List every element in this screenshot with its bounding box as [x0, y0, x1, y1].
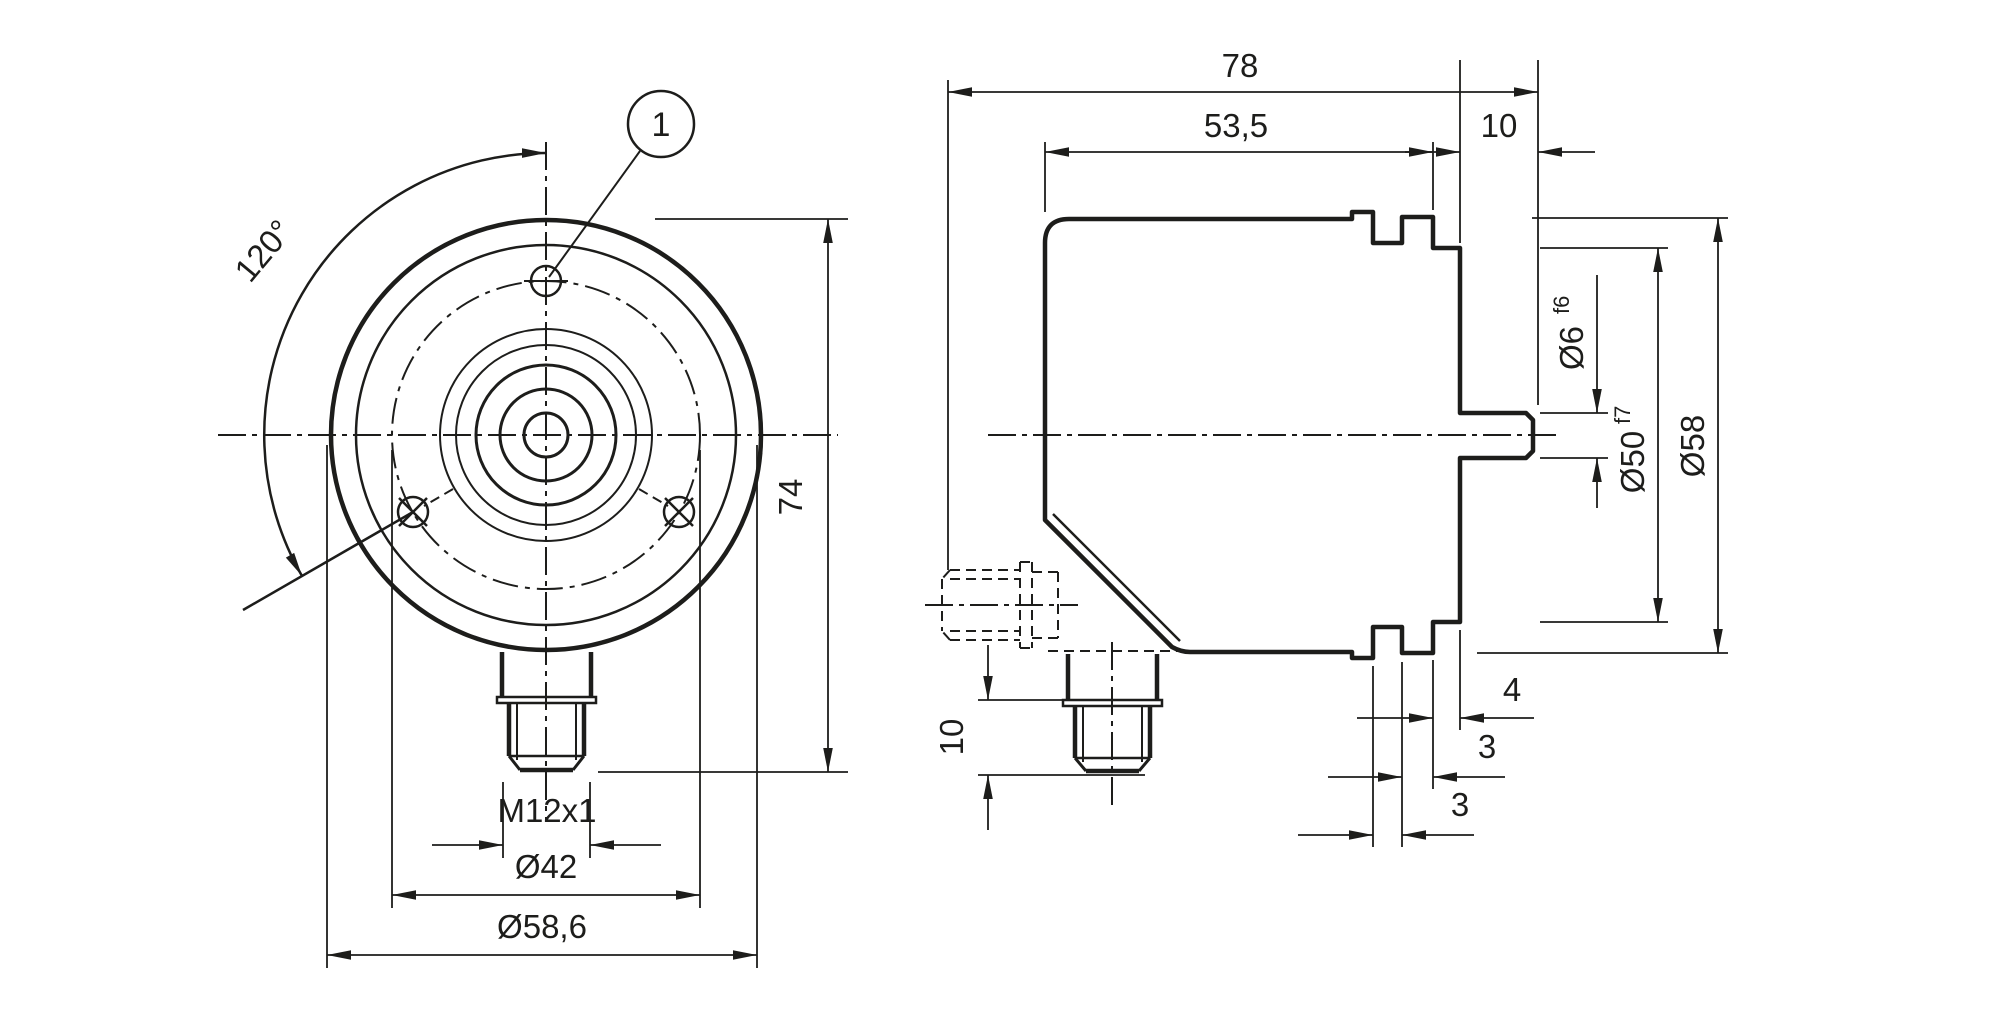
balloon-callout: 1 [548, 89, 696, 278]
dim-angle-group: 120° [227, 148, 547, 612]
dim-shaft-length-10: 10 [1481, 107, 1518, 144]
dim-6f6-group: Ø6 f6 [1540, 275, 1608, 508]
dim-flange-details-group: 4 3 3 [1298, 630, 1534, 847]
screw-lower-right [662, 495, 696, 529]
angle-leg [242, 510, 414, 612]
side-centerlines [925, 434, 1558, 806]
dim-thread-m12x1: M12x1 [497, 792, 596, 829]
dim-housing-dia-58: Ø58 [1674, 415, 1711, 477]
front-centerlines [218, 142, 838, 822]
dim-bolt-circle-42: Ø42 [515, 848, 577, 885]
dim-74-group: 74 [598, 218, 848, 773]
dim-m12-group: M12x1 [432, 782, 661, 858]
front-view: 120° 1 74 [218, 89, 848, 968]
balloon-circle [626, 89, 696, 159]
balloon-leader [548, 150, 641, 278]
dim-ring-width-3: 3 [1451, 786, 1469, 823]
balloon-ref-1: 1 [652, 106, 671, 144]
chamfer-inner-edge [1052, 513, 1181, 642]
dim-collar-width-4: 4 [1503, 671, 1521, 708]
dim-height-74: 74 [772, 479, 809, 516]
dim-shaft-dia-6: Ø6 [1553, 326, 1590, 370]
dim-angle-120: 120° [227, 213, 299, 289]
housing-outline [1042, 209, 1536, 661]
dim-58-group: Ø58 [1477, 217, 1728, 654]
dim-collar-tol-f7: f7 [1610, 406, 1635, 424]
dim-586-group: Ø58,6 [326, 445, 758, 968]
side-view: 78 53,5 10 Ø6 f6 [925, 47, 1728, 847]
dim-10-shaft-group: 10 [1405, 60, 1595, 243]
dim-total-length-78: 78 [1222, 47, 1259, 84]
dim-shaft-tol-f6: f6 [1549, 296, 1574, 314]
dim-42-group: Ø42 [391, 450, 701, 908]
m12-connector-front [495, 652, 598, 773]
dim-housing-depth-53-5: 53,5 [1204, 107, 1268, 144]
dim-50f7-group: Ø50 f7 [1540, 247, 1668, 623]
dim-collar-dia-50: Ø50 [1614, 431, 1651, 493]
dim-connector-thread-10: 10 [933, 719, 970, 756]
dim-78-group: 78 [947, 47, 1539, 570]
dim-535-group: 53,5 [1044, 107, 1434, 212]
m12-connector-side [1061, 654, 1164, 774]
connector-ghost-axial [941, 561, 1059, 649]
dim-groove-width-3: 3 [1478, 728, 1496, 765]
angle-arc [262, 148, 547, 577]
dim-10-connector-group: 10 [933, 645, 1145, 830]
dim-outer-dia-58-6: Ø58,6 [497, 908, 587, 945]
